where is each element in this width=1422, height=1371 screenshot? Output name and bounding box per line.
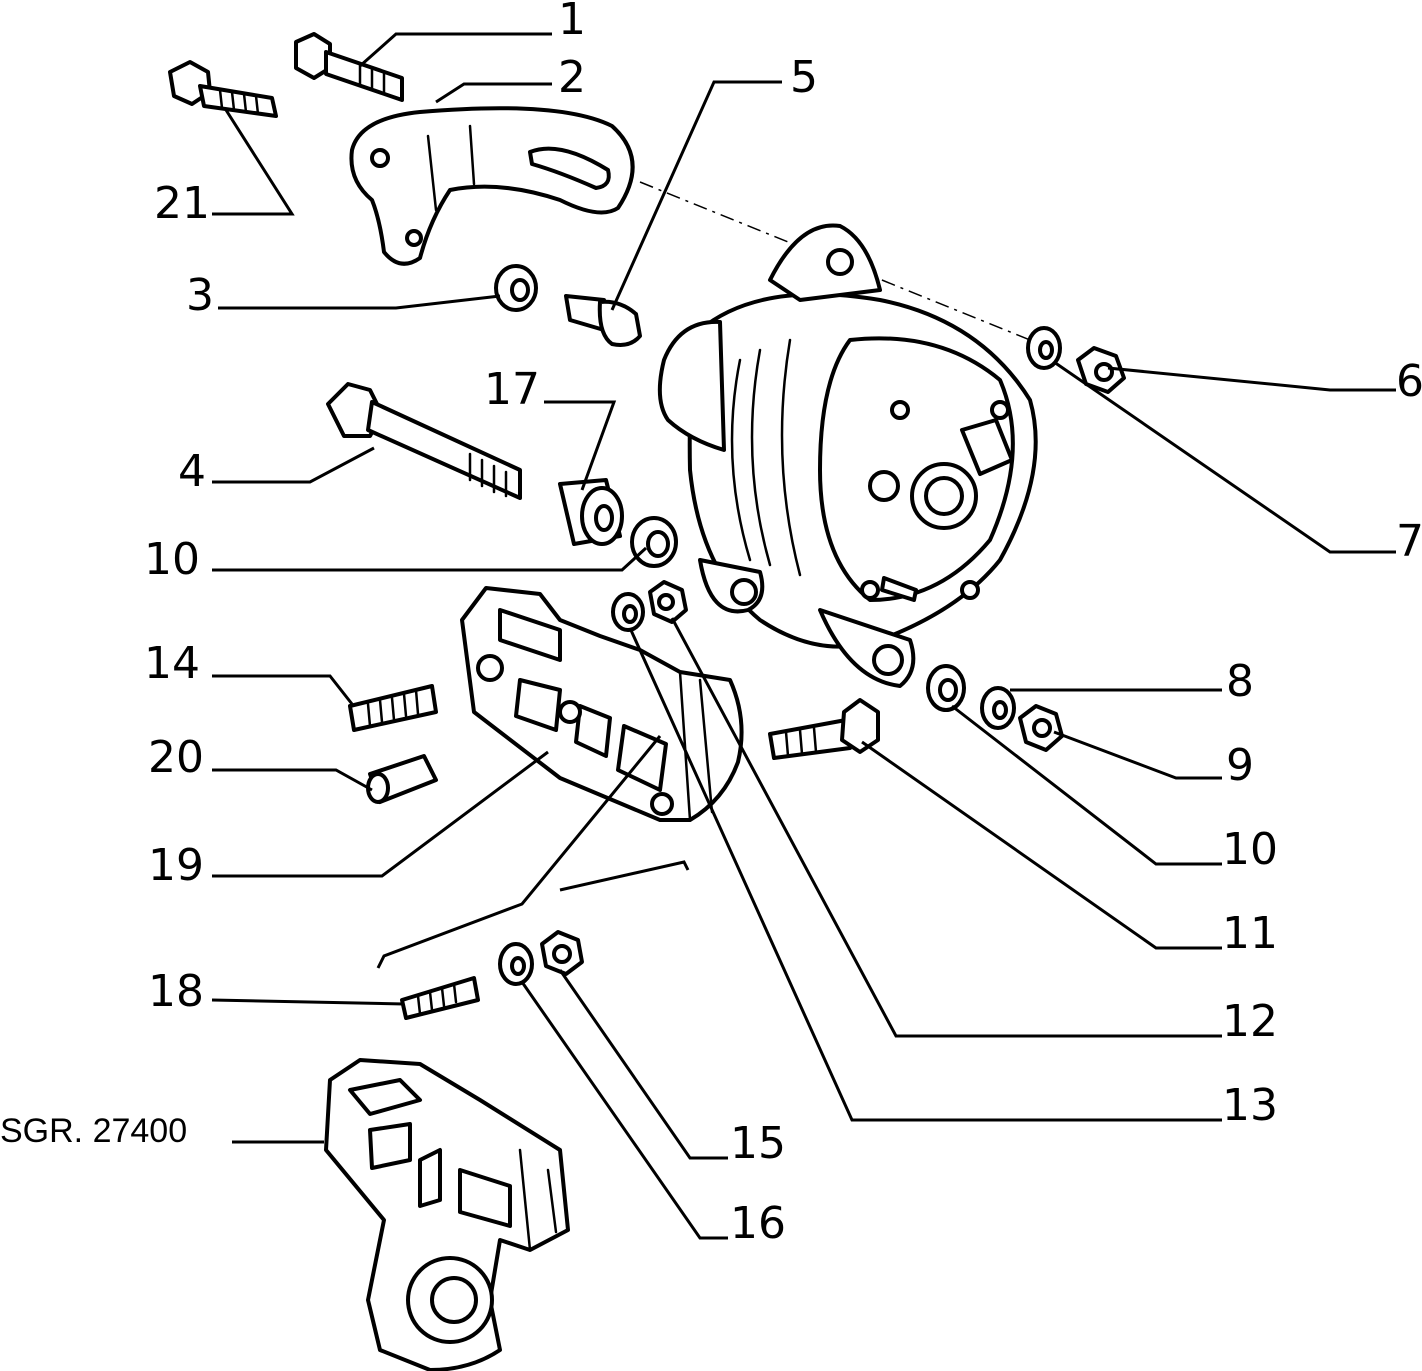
alternator: [657, 223, 1038, 688]
part-4-through-bolt: [326, 382, 522, 500]
leader-lines: [211, 32, 1396, 1240]
callout-20: 20: [148, 732, 204, 783]
part-19-support-bracket: [460, 586, 744, 822]
callout-7: 7: [1396, 516, 1422, 567]
callout-17: 17: [484, 364, 540, 415]
callout-5: 5: [790, 52, 818, 103]
part-2-adjusting-bracket: [349, 106, 635, 266]
part-17-bush: [558, 478, 624, 546]
part-drawings: [168, 32, 1126, 1371]
callout-2: 2: [558, 52, 586, 103]
reference-code: SGR. 27400: [0, 1112, 187, 1150]
assembly-indicator-lines: [376, 735, 690, 969]
part-11-bolt: [768, 698, 880, 760]
callout-6: 6: [1396, 356, 1422, 407]
callout-8: 8: [1226, 656, 1254, 707]
callout-19: 19: [148, 840, 204, 891]
part-1-bolt: [294, 32, 404, 102]
sgr-bracket-assembly: [324, 1058, 570, 1371]
callout-10-upper: 10: [144, 534, 200, 585]
part-20-dowel: [366, 754, 438, 804]
part-14-stud: [348, 684, 438, 732]
callout-13: 13: [1222, 1080, 1278, 1131]
callout-15: 15: [730, 1118, 786, 1169]
callout-9: 9: [1226, 740, 1254, 791]
callout-4: 4: [178, 446, 206, 497]
callout-12: 12: [1222, 996, 1278, 1047]
callout-10-lower: 10: [1222, 824, 1278, 875]
part-18-stud: [400, 976, 480, 1020]
callout-3: 3: [186, 270, 214, 321]
callout-1: 1: [558, 0, 586, 45]
callout-18: 18: [148, 966, 204, 1017]
part-5-bolt: [564, 294, 642, 347]
callout-11: 11: [1222, 908, 1278, 959]
callout-14: 14: [144, 638, 200, 689]
callout-16: 16: [730, 1198, 786, 1249]
callout-labels: 1 2 3 4 5 6 7 8 9 10 10 11 12 13 14 15 1…: [0, 0, 1422, 1249]
part-21-flange-bolt: [168, 60, 278, 118]
callout-21: 21: [154, 178, 210, 229]
